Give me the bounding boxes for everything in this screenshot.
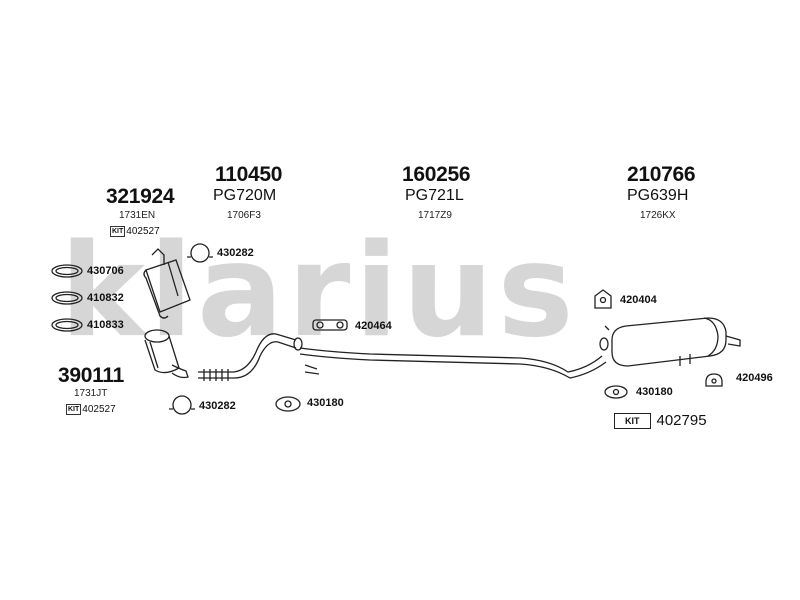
kit-number: 402527 <box>82 404 116 415</box>
part-ref-1706F3: 1706F3 <box>227 210 261 221</box>
part-number-210766: 210766 <box>627 163 696 186</box>
part-ref-1717Z9: 1717Z9 <box>418 210 452 221</box>
part-number-110450: 110450 <box>215 163 283 186</box>
part-number-390111: 390111 <box>58 364 124 387</box>
kit-badge-large: KIT <box>614 412 651 429</box>
part-ref-1726KX: 1726KX <box>640 210 676 221</box>
rubber-right <box>705 373 723 387</box>
part-model-PG720M: PG720M <box>213 187 277 204</box>
label-420496: 420496 <box>736 372 773 384</box>
ring-430706 <box>51 264 83 278</box>
label-410832: 410832 <box>87 292 124 304</box>
label-420464: 420464 <box>355 320 392 332</box>
gasket-center <box>275 396 301 412</box>
front-pipe <box>198 333 303 381</box>
main-kit-reference: KIT 402795 <box>614 412 707 429</box>
hanger-middle <box>312 319 348 331</box>
kit-ref-lower: KIT 402527 <box>66 404 116 415</box>
kit-ref-upper: KIT 402527 <box>110 226 160 237</box>
part-model-PG639H: PG639H <box>627 187 689 204</box>
label-430282-top: 430282 <box>217 247 254 259</box>
catalyst-upper <box>143 248 191 319</box>
hanger-right <box>594 289 612 331</box>
gasket-right <box>604 385 628 399</box>
kit-badge: KIT <box>66 404 82 415</box>
part-ref-1731JT: 1731JT <box>74 388 108 399</box>
ring-410833 <box>51 318 83 332</box>
clamp-top <box>187 243 213 263</box>
kit-badge: KIT <box>110 226 126 237</box>
label-430180-right: 430180 <box>636 386 673 398</box>
label-430180: 430180 <box>307 397 344 409</box>
part-number-321924: 321924 <box>106 185 175 208</box>
label-410833: 410833 <box>87 319 124 331</box>
ring-410832 <box>51 291 83 305</box>
part-model-PG721L: PG721L <box>405 187 464 204</box>
main-kit-number: 402795 <box>656 412 707 429</box>
rear-silencer <box>611 317 741 367</box>
label-420404: 420404 <box>620 294 657 306</box>
kit-number: 402527 <box>126 226 160 237</box>
intermediate-pipe <box>299 337 609 379</box>
part-ref-1731EN: 1731EN <box>119 210 156 221</box>
catalyst-lower <box>144 329 189 379</box>
clamp-bottom <box>169 395 195 415</box>
label-430706: 430706 <box>87 265 124 277</box>
part-number-160256: 160256 <box>402 163 471 186</box>
label-430282-bottom: 430282 <box>199 400 236 412</box>
